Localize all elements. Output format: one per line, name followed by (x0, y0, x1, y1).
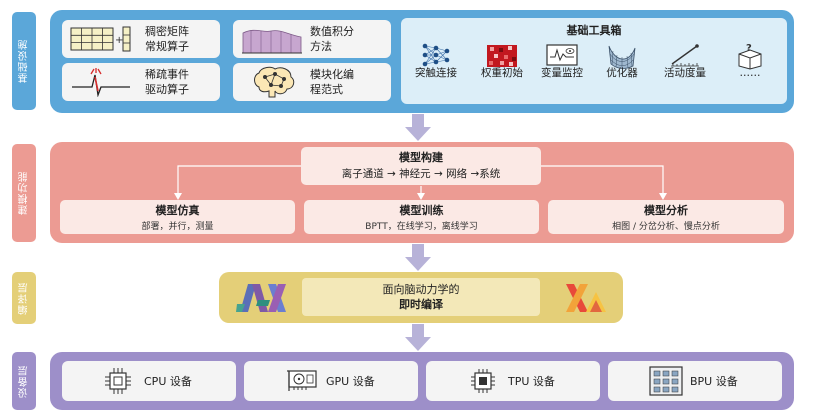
side-label-device: 设备层 (12, 352, 36, 410)
weight-heatmap-icon (487, 45, 517, 67)
tool-more: …… (739, 67, 761, 79)
device-gpu-label: GPU 设备 (326, 375, 375, 388)
side-label-compile: 编译层 (12, 272, 36, 324)
dense-ops-label-1: 稠密矩阵 (145, 25, 189, 38)
model-train-sub: BPTT，在线学习，离线学习 (365, 222, 478, 232)
device-cpu: CPU 设备 (62, 361, 236, 401)
tool-synapse: 突触连接 (415, 67, 457, 79)
model-sim-box: 模型仿真 部署，并行，测量 (60, 200, 295, 234)
sparse-ops-label-1: 稀疏事件 (145, 68, 189, 81)
tpu-chip-icon (471, 369, 495, 393)
xla-logo-icon (566, 284, 606, 312)
device-tpu: TPU 设备 (426, 361, 600, 401)
model-build-title: 模型构建 (399, 151, 443, 164)
down-arrow-icon (405, 324, 431, 351)
svg-text:+: + (115, 35, 123, 46)
down-arrow-icon (405, 114, 431, 141)
gpu-icon (287, 370, 317, 391)
model-analysis-box: 模型分析 相图 / 分岔分析、慢点分析 (548, 200, 784, 234)
cpu-icon (105, 368, 131, 394)
jit-compile-line1: 面向脑动力学的 (382, 283, 460, 296)
side-label-modeling: 建模功能 (12, 144, 36, 242)
box-question-icon: ? (738, 43, 762, 70)
model-analysis-sub: 相图 / 分岔分析、慢点分析 (612, 222, 720, 232)
jax-logo-icon (236, 284, 286, 312)
down-arrow-icon (405, 244, 431, 271)
device-gpu: GPU 设备 (244, 361, 418, 401)
device-cpu-label: CPU 设备 (144, 375, 192, 388)
tool-weight-init: 权重初始 (481, 67, 523, 79)
jit-compile-line2: 即时编译 (399, 298, 443, 311)
jit-compile-box: 面向脑动力学的 即时编译 (302, 278, 540, 316)
tool-activity-measure: 活动度量 (664, 67, 706, 79)
model-analysis-title: 模型分析 (644, 204, 688, 217)
monitor-screen-icon (546, 44, 578, 66)
toolbox-panel: 基础工具箱 (401, 18, 787, 104)
model-build-flow: 离子通道 → 神经元 → 网络 →系统 (341, 168, 501, 180)
integral-area-icon (242, 29, 302, 54)
dense-ops-card: + 稠密矩阵 常规算子 (62, 20, 220, 58)
modular-card: 模块化编 程范式 (233, 63, 391, 101)
toolbox-title: 基础工具箱 (566, 24, 622, 37)
device-bpu-label: BPU 设备 (690, 375, 738, 388)
sparse-ops-label-2: 驱动算子 (145, 83, 189, 96)
svg-text:?: ? (746, 43, 752, 54)
model-sim-sub: 部署，并行，测量 (141, 222, 214, 232)
model-build-box: 模型构建 离子通道 → 神经元 → 网络 →系统 (301, 147, 541, 185)
model-train-box: 模型训练 BPTT，在线学习，离线学习 (304, 200, 539, 234)
integration-label-1: 数值积分 (310, 25, 354, 38)
side-label-foundation: 基础设施 (12, 12, 36, 110)
model-train-title: 模型训练 (399, 204, 444, 217)
model-sim-title: 模型仿真 (155, 204, 200, 217)
brain-network-icon (254, 66, 295, 98)
sparse-ops-card: 稀疏事件 驱动算子 (62, 63, 220, 101)
ruler-icon (671, 44, 699, 67)
bpu-board-icon (649, 366, 683, 396)
modular-label-2: 程范式 (310, 83, 343, 96)
integration-card: 数值积分 方法 (233, 20, 391, 58)
synapse-network-icon (422, 43, 450, 67)
integration-label-2: 方法 (310, 40, 332, 53)
device-tpu-label: TPU 设备 (508, 375, 555, 388)
device-bpu: BPU 设备 (608, 361, 782, 401)
loss-surface-icon (608, 45, 636, 69)
dense-ops-label-2: 常规算子 (145, 40, 189, 53)
modular-label-1: 模块化编 (310, 68, 354, 81)
dense-matrix-icon: + (70, 26, 131, 52)
branch-connector (174, 165, 667, 200)
spike-event-icon (72, 68, 130, 97)
tool-optimizer: 优化器 (606, 67, 638, 79)
tool-monitor: 变量监控 (541, 67, 583, 79)
